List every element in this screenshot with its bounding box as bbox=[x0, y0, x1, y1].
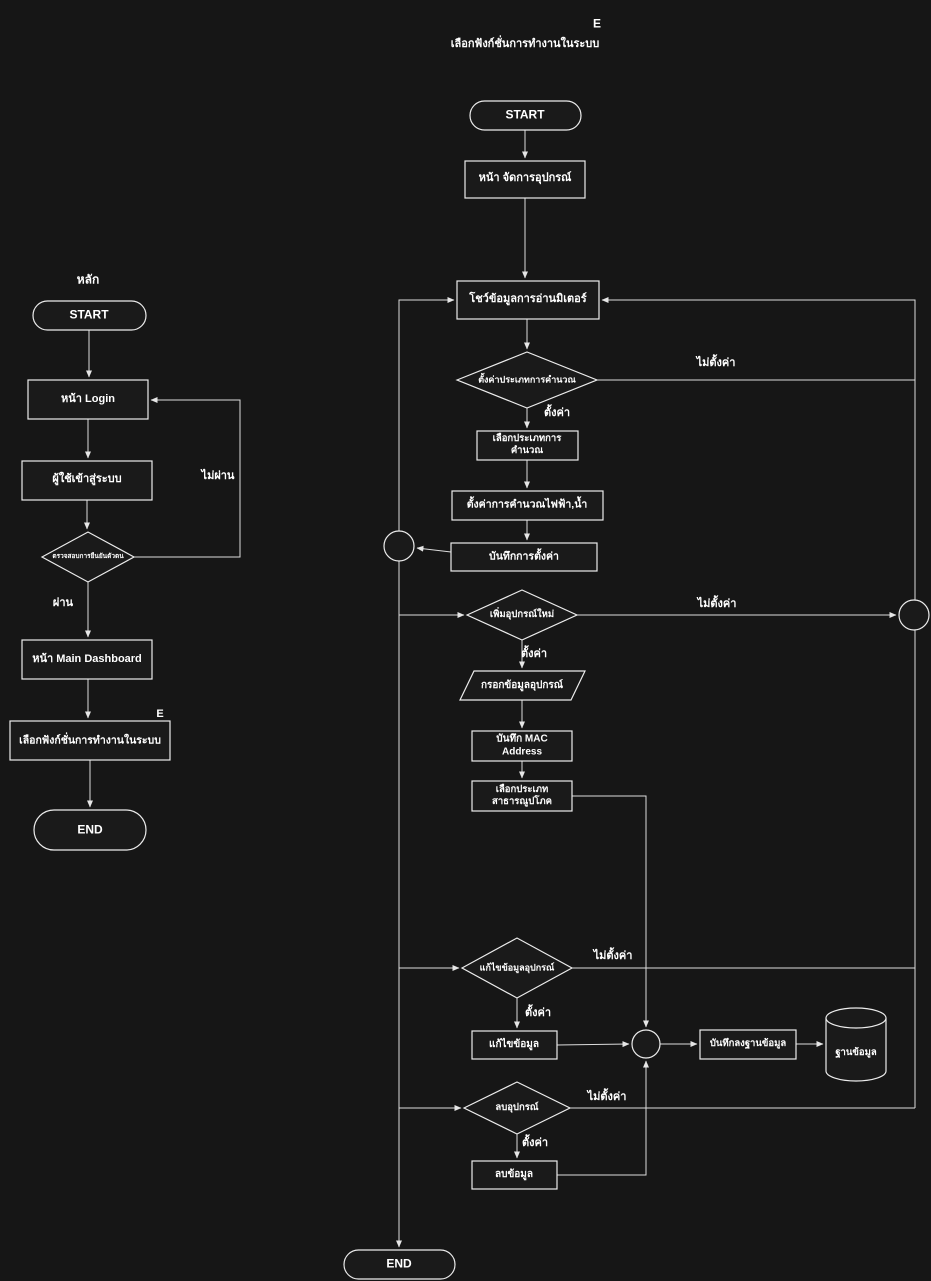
left-connector-circle bbox=[383, 530, 415, 562]
save-mac-node bbox=[471, 730, 573, 762]
delete-notset-label: ไม่ตั้งค่า bbox=[587, 1091, 627, 1104]
delete-set-label: ตั้งค่า bbox=[521, 1137, 549, 1150]
right-chart-nodes bbox=[343, 100, 930, 1280]
database-label: ฐานข้อมูล bbox=[835, 1047, 877, 1059]
input-device-parallelogram bbox=[459, 670, 586, 701]
right-start-label: START bbox=[505, 107, 545, 122]
left-e-marker: E bbox=[156, 708, 164, 721]
manage-device-label: หน้า จัดการอุปกรณ์ bbox=[478, 172, 572, 185]
edge-utility-merge bbox=[572, 795, 649, 1028]
right-title-e: E bbox=[592, 16, 602, 31]
left-chart-nodes bbox=[9, 300, 171, 851]
left-select-function-label: เลือกฟังก์ชั่นการทำงานในระบบ bbox=[19, 734, 161, 747]
left-login-label: หน้า Login bbox=[61, 393, 115, 406]
calc-set-label: ตั้งค่า bbox=[543, 407, 571, 420]
edit-set-label: ตั้งค่า bbox=[524, 1007, 552, 1020]
database-cylinder bbox=[825, 1018, 887, 1082]
left-user-node bbox=[21, 460, 153, 501]
left-verify-decision bbox=[40, 531, 136, 583]
pass-edge-label: ผ่าน bbox=[52, 597, 74, 610]
input-device-label: กรอกข้อมูลอุปกรณ์ bbox=[480, 679, 564, 691]
delete-data-label: ลบข้อมูล bbox=[494, 1168, 534, 1180]
add-device-decision bbox=[465, 589, 579, 641]
database-cylinder-top bbox=[825, 1007, 887, 1029]
save-settings-label: บันทึกการตั้งค่า bbox=[489, 550, 559, 563]
choose-utility-node bbox=[471, 780, 573, 812]
add-set-label: ตั้งค่า bbox=[520, 648, 548, 661]
left-end-label: END bbox=[77, 822, 103, 837]
left-chart-edges bbox=[84, 330, 241, 808]
calc-type-decision bbox=[455, 351, 599, 409]
save-db-label: บันทึกลงฐานข้อมูล bbox=[709, 1038, 787, 1050]
left-start-node bbox=[32, 300, 147, 331]
left-login-node bbox=[27, 379, 149, 420]
edit-device-decision-label: แก้ไขข้อมูลอุปกรณ์ bbox=[479, 962, 555, 973]
left-dashboard-node bbox=[21, 639, 153, 680]
right-chart-edges bbox=[396, 130, 916, 1248]
save-settings-node bbox=[450, 542, 598, 572]
save-mac-label: บันทึก MAC Address bbox=[496, 733, 548, 758]
edge-verify-fail-loop bbox=[134, 397, 241, 558]
set-calc-label: ตั้งค่าการคำนวณไฟฟ้า,น้ำ bbox=[466, 498, 588, 511]
calc-notset-label: ไม่ตั้งค่า bbox=[696, 357, 736, 370]
delete-device-decision bbox=[462, 1081, 572, 1135]
edit-data-label: แก้ไขข้อมูล bbox=[489, 1038, 539, 1050]
show-meter-label: โชว์ข้อมูลการอ่านมิเตอร์ bbox=[469, 293, 587, 306]
choose-calc-label: เลือกประเภทการคำนวณ bbox=[492, 433, 562, 456]
left-verify-label: ตรวจสอบการยืนยันตัวตน bbox=[52, 552, 124, 560]
left-chart-title: หลัก bbox=[76, 272, 100, 287]
right-start-node bbox=[469, 100, 582, 131]
merge-connector-circle bbox=[631, 1029, 661, 1059]
right-end-node bbox=[343, 1249, 456, 1280]
edit-device-decision bbox=[460, 937, 574, 999]
left-start-label: START bbox=[69, 307, 109, 322]
left-user-label: ผู้ใช้เข้าสู่ระบบ bbox=[52, 473, 122, 486]
edge-edit-merge bbox=[556, 1041, 630, 1048]
edge-right-spine-upper bbox=[601, 297, 916, 601]
add-device-decision-label: เพิ่มอุปกรณ์ใหม่ bbox=[489, 609, 555, 621]
left-dashboard-label: หน้า Main Dashboard bbox=[32, 653, 142, 666]
show-meter-node bbox=[456, 280, 600, 320]
left-end-node bbox=[33, 809, 147, 851]
edit-data-node bbox=[471, 1030, 558, 1060]
right-title: เลือกฟังก์ชั่นการทำงานในระบบ bbox=[450, 38, 600, 51]
edge-delete-merge bbox=[557, 1060, 649, 1176]
manage-device-node bbox=[464, 160, 586, 199]
save-db-node bbox=[699, 1029, 797, 1060]
choose-calc-node bbox=[476, 430, 579, 461]
choose-utility-label: เลือกประเภทสาธารณูปโภค bbox=[492, 784, 552, 807]
calc-type-decision-label: ตั้งค่าประเภทการคำนวณ bbox=[478, 374, 576, 385]
edge-save-circle bbox=[416, 545, 452, 553]
right-end-label: END bbox=[386, 1256, 412, 1271]
right-connector-circle bbox=[898, 599, 930, 631]
fail-edge-label: ไม่ผ่าน bbox=[201, 470, 235, 483]
set-calc-node bbox=[451, 490, 604, 521]
edge-circle-show-return bbox=[398, 297, 455, 531]
edit-notset-label: ไม่ตั้งค่า bbox=[593, 950, 633, 963]
add-notset-label: ไม่ตั้งค่า bbox=[697, 598, 737, 611]
left-select-function-node bbox=[9, 720, 171, 761]
delete-data-node bbox=[471, 1160, 558, 1190]
delete-device-decision-label: ลบอุปกรณ์ bbox=[495, 1102, 539, 1114]
